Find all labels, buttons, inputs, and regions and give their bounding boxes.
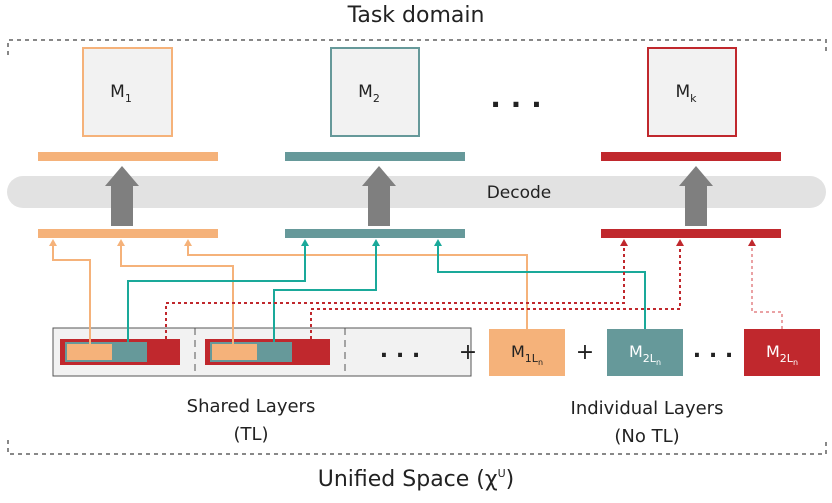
- red-connectors: [165, 244, 681, 339]
- individual-layers-label: Individual Layers: [571, 398, 724, 419]
- teal-arrowheads: [301, 239, 442, 246]
- individual-layer-1-label: M1Ln: [511, 342, 543, 367]
- model-k-label: Mk: [675, 82, 697, 105]
- model-box-1: [82, 47, 173, 137]
- input-bar-1: [38, 229, 218, 238]
- orange-connectors: [52, 244, 528, 344]
- model-2-label: M2: [358, 82, 380, 105]
- individual-layers-sublabel: (No TL): [614, 426, 679, 447]
- model-box-2: [330, 47, 420, 137]
- shared-layer-block-2: [205, 339, 330, 365]
- output-bar-k: [601, 152, 781, 161]
- model-1-label: M1: [110, 82, 132, 105]
- orange-arrowheads: [49, 239, 192, 246]
- individual-layer-2-label: M2Ln: [629, 342, 661, 367]
- task-domain-label: Task domain: [347, 3, 485, 28]
- decode-band: [7, 176, 826, 208]
- plus-sign-1: +: [459, 340, 477, 365]
- input-bar-2: [285, 229, 465, 238]
- top-ellipsis: . . .: [490, 81, 541, 114]
- plus-sign-2: +: [576, 340, 594, 365]
- teal-connectors: [127, 244, 646, 342]
- shared-ellipsis: . . .: [380, 338, 420, 363]
- shared-layer-block-1: [60, 339, 180, 365]
- decode-label: Decode: [487, 183, 552, 203]
- decode-arrows: [105, 166, 713, 226]
- red-arrowheads: [620, 239, 756, 246]
- shared-layers-sublabel: (TL): [233, 424, 268, 445]
- output-bar-1: [38, 152, 218, 161]
- unified-space-label: Unified Space (χU): [318, 467, 515, 492]
- input-bar-k: [601, 229, 781, 238]
- unified-space-frame: [7, 440, 827, 455]
- light-red-connector: [751, 244, 783, 329]
- individual-layer-1: [489, 329, 565, 376]
- up-arrow-k-icon: [679, 166, 713, 226]
- task-domain-frame: [7, 39, 827, 55]
- individual-layer-k-label: M2Ln: [766, 342, 798, 367]
- output-bar-2: [285, 152, 465, 161]
- shared-layers-label: Shared Layers: [187, 396, 316, 417]
- up-arrow-2-icon: [362, 166, 396, 226]
- model-box-k: [647, 47, 737, 137]
- individual-layer-k: [744, 329, 820, 376]
- individual-ellipsis: . . .: [693, 338, 733, 363]
- up-arrow-1-icon: [105, 166, 139, 226]
- individual-layer-2: [607, 329, 683, 376]
